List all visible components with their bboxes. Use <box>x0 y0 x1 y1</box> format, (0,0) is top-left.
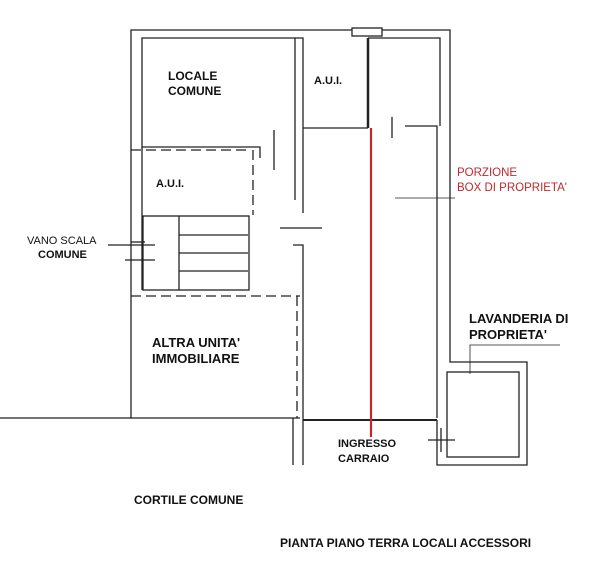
label-aui-left: A.U.I. <box>156 178 185 190</box>
label-ingresso-carraio: INGRESSO CARRAIO <box>338 437 396 467</box>
plan-title: PIANTA PIANO TERRA LOCALI ACCESSORI <box>280 536 532 550</box>
label-line: PROPRIETA' <box>469 327 547 342</box>
label-altra-unita: ALTRA UNITA'IMMOBILIARE <box>152 335 240 367</box>
label-line: IMMOBILIARE <box>152 351 240 366</box>
label-line: LOCALE <box>168 69 218 83</box>
label-aui-top: A.U.I. <box>314 75 343 87</box>
label-line: INGRESSO <box>338 438 397 450</box>
label-line: BOX DI PROPRIETA' <box>457 182 567 194</box>
label-vano-scala-comune: COMUNE <box>38 249 87 261</box>
label-line: LAVANDERIA DI <box>469 311 569 326</box>
label-line: PORZIONE <box>457 167 518 179</box>
label-porzione-box: PORZIONE BOX DI PROPRIETA' <box>457 166 567 196</box>
label-line: CARRAIO <box>338 453 390 465</box>
label-line: COMUNE <box>168 84 222 98</box>
label-line: ALTRA UNITA' <box>152 335 241 350</box>
outer-wall <box>130 29 528 466</box>
label-vano-scala: VANO SCALA <box>27 235 97 247</box>
inner-wall <box>141 37 296 290</box>
label-cortile-comune: CORTILE COMUNE <box>134 493 244 507</box>
